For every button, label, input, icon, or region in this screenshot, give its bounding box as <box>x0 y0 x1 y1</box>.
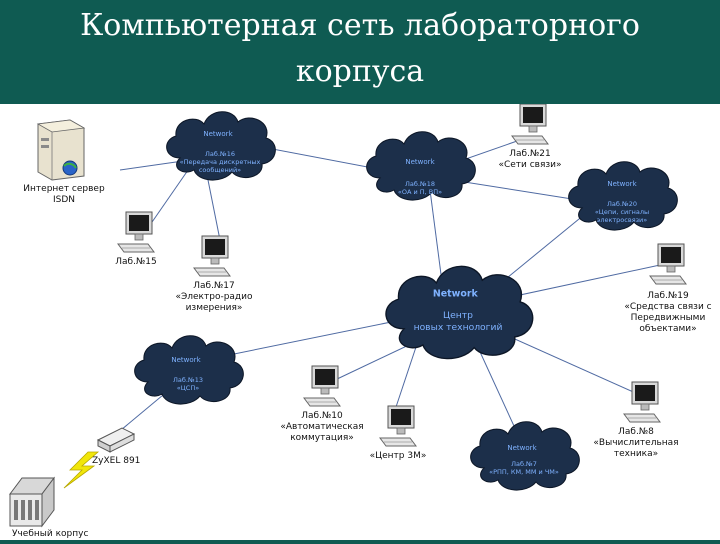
cloud-label: Лаб.№20 <box>607 200 637 208</box>
lab8-label-line2: «Вычислительная <box>593 438 678 448</box>
lab8-label-line1: Лаб.№8 <box>618 427 654 437</box>
lab19-label-line1: Лаб.№19 <box>647 291 689 301</box>
cloud-lab16: Network Лаб.№16 «Передача дискретных соо… <box>166 111 276 181</box>
cloud-label: сообщений» <box>199 166 241 174</box>
network-diagram: Интернет сервер ISDN Network Лаб.№16 «Пе… <box>0 103 720 540</box>
server-icon <box>36 119 86 181</box>
computer-icon-lab21 <box>511 103 549 145</box>
lab19-label-line2: «Средства связи с <box>624 302 711 312</box>
lab10-label-line2: «Автоматическая <box>280 422 363 432</box>
modem-icon <box>96 427 136 453</box>
cloud-label: Лаб.№7 <box>511 460 537 468</box>
computer-icon-lab10 <box>303 365 341 407</box>
cloud-label: новых технологий <box>414 322 503 333</box>
lab19-label-line4: объектами» <box>639 324 696 334</box>
cloud-network-word: Network <box>405 158 435 166</box>
title-line-2: корпуса <box>295 54 425 89</box>
building-icon <box>9 476 55 528</box>
cloud-label: «Цепи, сигналы <box>595 208 649 216</box>
cloud-label: Лаб.№16 <box>205 150 235 158</box>
lab8-label-line3: техника» <box>614 449 658 459</box>
lab10-label-line3: коммутация» <box>290 433 354 443</box>
computer-icon-center3m <box>379 405 417 447</box>
building-label: Учебный корпус <box>12 529 88 539</box>
lab17-label-line1: Лаб.№17 <box>193 281 235 291</box>
cloud-label: «Передача дискретных <box>180 158 261 166</box>
center3m-label: «Центр 3М» <box>370 451 427 461</box>
lab15-label: Лаб.№15 <box>115 257 157 267</box>
lab17-label-line2: «Электро-радио <box>175 292 253 302</box>
lab10-label-line1: Лаб.№10 <box>301 411 343 421</box>
cloud-network-word: Network <box>433 288 479 299</box>
cloud-label: «ОА и П, ВП» <box>398 188 442 196</box>
cloud-label: Лаб.№13 <box>173 376 203 384</box>
server-label-line2: ISDN <box>53 195 75 205</box>
lab19-label-line3: Передвижными <box>631 313 706 323</box>
cloud-network-word: Network <box>203 130 233 138</box>
cloud-lab7: Network Лаб.№7 «РПП, КМ, ММ и ЧМ» <box>470 421 580 491</box>
cloud-label: Лаб.№18 <box>405 180 435 188</box>
server-label-line1: Интернет сервер <box>23 184 105 194</box>
computer-icon-lab15 <box>117 211 155 253</box>
cloud-network-word: Network <box>507 444 537 452</box>
cloud-lab13: Network Лаб.№13 «ЦСП» <box>134 335 244 405</box>
cloud-label: электросвязи» <box>597 216 648 224</box>
zyxel-label: ZyXEL 891 <box>92 456 140 466</box>
computer-icon-lab19 <box>649 243 687 285</box>
cloud-network-word: Network <box>607 180 637 188</box>
cloud-center: Network Центр новых технологий <box>385 265 534 360</box>
lab17-label-line3: измерения» <box>186 303 243 313</box>
cloud-lab18: Network Лаб.№18 «ОА и П, ВП» <box>366 131 476 201</box>
lab21-label-line1: Лаб.№21 <box>509 149 551 159</box>
cloud-lab20: Network Лаб.№20 «Цепи, сигналы электросв… <box>568 161 678 231</box>
lightning-icon <box>63 451 100 489</box>
cloud-label: «РПП, КМ, ММ и ЧМ» <box>489 468 559 476</box>
computer-icon-lab17 <box>193 235 231 277</box>
title-line-1: Компьютерная сеть лабораторного <box>80 8 640 43</box>
title-banner: Компьютерная сеть лабораторного корпуса <box>0 0 720 104</box>
cloud-label: «ЦСП» <box>177 384 199 392</box>
cloud-network-word: Network <box>171 356 201 364</box>
computer-icon-lab8 <box>623 381 661 423</box>
lab21-label-line2: «Сети связи» <box>498 160 561 170</box>
network-diagram-canvas: Интернет сервер ISDN Network Лаб.№16 «Пе… <box>9 103 712 539</box>
cloud-label: Центр <box>443 310 473 321</box>
